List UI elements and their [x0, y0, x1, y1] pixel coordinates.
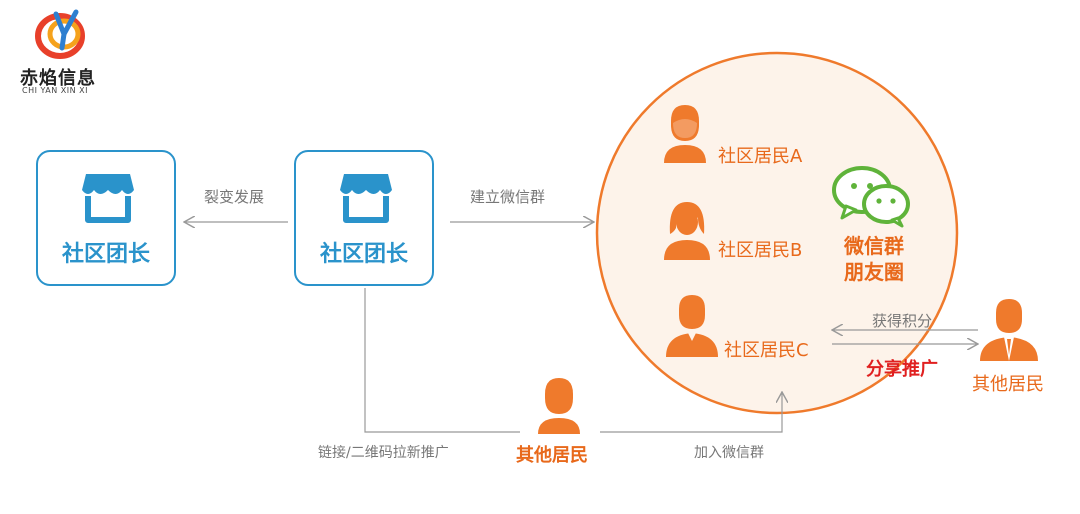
logo-name: 赤焰信息 [20, 68, 96, 89]
link-qr-label: 链接/二维码拉新推广 [318, 445, 449, 461]
fission-label: 裂变发展 [204, 188, 265, 206]
resident-b-label: 社区居民B [718, 240, 803, 261]
resident-male-icon [538, 378, 580, 434]
resident-male-icon [664, 105, 706, 163]
wechat-group-text: 微信群 [844, 234, 904, 258]
resident-male-icon [666, 295, 718, 357]
join-group-label: 加入微信群 [694, 445, 764, 461]
resident-suit-icon [980, 299, 1038, 361]
store-icon [82, 174, 134, 223]
leader-label-left: 社区团长 [61, 242, 150, 267]
link-qr-line [364, 288, 520, 433]
leader-card-left: 社区团长 [36, 150, 176, 286]
leader-label-center: 社区团长 [319, 242, 408, 267]
store-icon [340, 174, 392, 223]
logo-icon [35, 9, 85, 59]
logo-subtitle: CHI YAN XIN XI [22, 86, 88, 95]
join-group-arrow [600, 392, 782, 433]
other-resident-bottom-label: 其他居民 [516, 445, 588, 466]
build-group-label: 建立微信群 [470, 188, 546, 206]
resident-female-icon [664, 202, 710, 260]
resident-a-label: 社区居民A [718, 146, 803, 167]
share-promote-label: 分享推广 [866, 359, 938, 380]
leader-card-center: 社区团长 [294, 150, 434, 286]
wechat-label: 微信群 朋友圈 [836, 233, 912, 285]
get-points-label: 获得积分 [872, 312, 933, 330]
moments-text: 朋友圈 [844, 260, 904, 284]
wechat-icon [832, 166, 910, 228]
other-resident-right-label: 其他居民 [972, 374, 1044, 395]
resident-c-label: 社区居民C [724, 340, 809, 361]
